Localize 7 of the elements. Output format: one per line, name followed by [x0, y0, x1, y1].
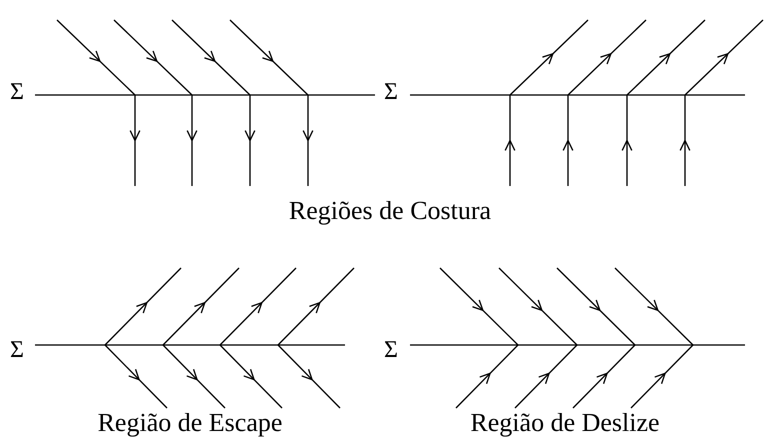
surface-label: Σ	[10, 80, 24, 104]
surface-label: Σ	[384, 338, 398, 362]
surface-label: Σ	[10, 338, 24, 362]
region-caption: Região de Escape	[98, 410, 282, 436]
region-caption: Região de Deslize	[470, 410, 660, 436]
surface-label: Σ	[384, 80, 398, 104]
region-caption: Regiões de Costura	[288, 198, 492, 224]
